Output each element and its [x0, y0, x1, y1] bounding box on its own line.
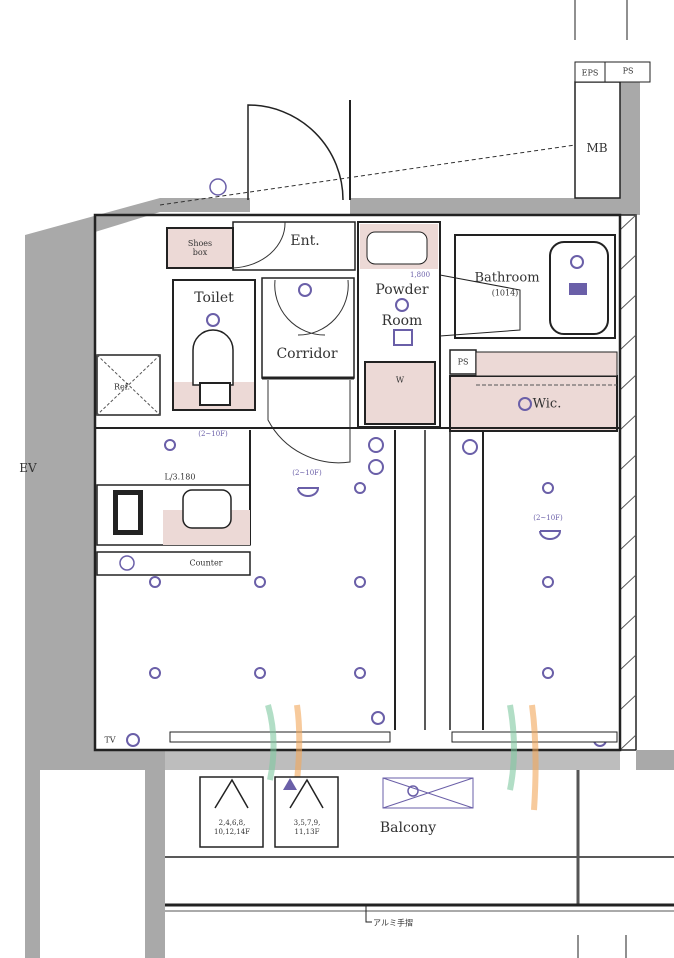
mb-closet: [574, 81, 621, 199]
counter-label: Counter: [189, 558, 223, 568]
ps-inner-label: PS: [457, 357, 469, 367]
railing-label: アルミ手摺: [373, 918, 413, 928]
tv-label: TV: [104, 735, 116, 745]
refrigerator-space: [96, 354, 161, 416]
toilet-label: Toilet: [194, 290, 234, 306]
shoes-box-label: Shoes box: [187, 239, 213, 257]
entry-door: [247, 104, 344, 201]
bathroom-size: (1014): [491, 288, 519, 298]
bathroom: [454, 234, 616, 339]
right-wall: [619, 214, 637, 751]
ceiling-lights: [126, 437, 607, 747]
kitchen-dimension: L/3.180: [164, 472, 196, 482]
ps-top-closet: [604, 61, 651, 83]
corridor-label: Corridor: [276, 346, 338, 362]
unit-a-floors: 2,4,6,8, 10,12,14F: [213, 819, 251, 836]
wic-label: Wic.: [532, 396, 562, 412]
bathroom-label: Bathroom: [474, 270, 540, 286]
ps-top-label: PS: [622, 66, 634, 76]
storage-unit: [382, 777, 474, 809]
ref-label: Ref.: [114, 382, 130, 392]
washer-label: W: [395, 375, 405, 385]
ceiling-note-1: (2~10F): [198, 430, 228, 438]
ac-unit-a: [199, 776, 264, 848]
entrance-label: Ent.: [290, 233, 320, 249]
left-structural-wall: [25, 198, 250, 958]
eps-label: EPS: [581, 68, 599, 78]
powder-dimension: 1,800: [409, 271, 431, 279]
mb-label: MB: [586, 141, 608, 155]
ev-label: EV: [19, 461, 37, 475]
powder-room-label-line1: Powder: [375, 282, 429, 298]
top-structural-wall: [350, 80, 640, 215]
ceiling-note-3: (2~10F): [533, 514, 563, 522]
counter: [96, 551, 251, 576]
ceiling-note-2: (2~10F): [292, 469, 322, 477]
powder-room-label-line2: Room: [381, 313, 423, 329]
ps-inner: [449, 349, 477, 375]
unit-b-floors: 3,5,7,9, 11,13F: [293, 819, 321, 836]
balcony-label: Balcony: [379, 820, 437, 836]
toilet-room: [172, 279, 256, 411]
